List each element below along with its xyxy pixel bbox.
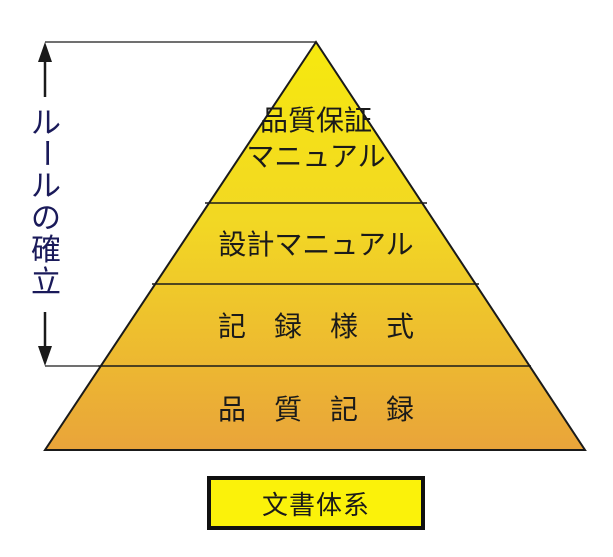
rule-char-3: ル bbox=[31, 169, 61, 204]
caption-label: 文書体系 bbox=[261, 490, 370, 521]
tier-1-label-line-1: 品質保証 bbox=[260, 104, 372, 137]
rule-char-4: の bbox=[31, 201, 61, 236]
tier-2-label: 設計マニュアル bbox=[218, 228, 413, 261]
tier-4-label: 品 質 記 録 bbox=[218, 393, 414, 426]
pyramid-shape bbox=[43, 40, 587, 451]
arrow-down-head bbox=[38, 346, 52, 366]
rule-char-2: ー bbox=[28, 138, 63, 168]
arrow-up-head bbox=[38, 42, 52, 62]
rule-char-6: 立 bbox=[31, 265, 61, 300]
caption-box: 文書体系 bbox=[207, 476, 425, 530]
rule-char-1: ル bbox=[31, 106, 61, 141]
tier-3-label: 記 録 様 式 bbox=[218, 310, 414, 343]
tier-1-label-line-2: マニュアル bbox=[246, 140, 385, 173]
rule-char-5: 確 bbox=[31, 233, 61, 268]
